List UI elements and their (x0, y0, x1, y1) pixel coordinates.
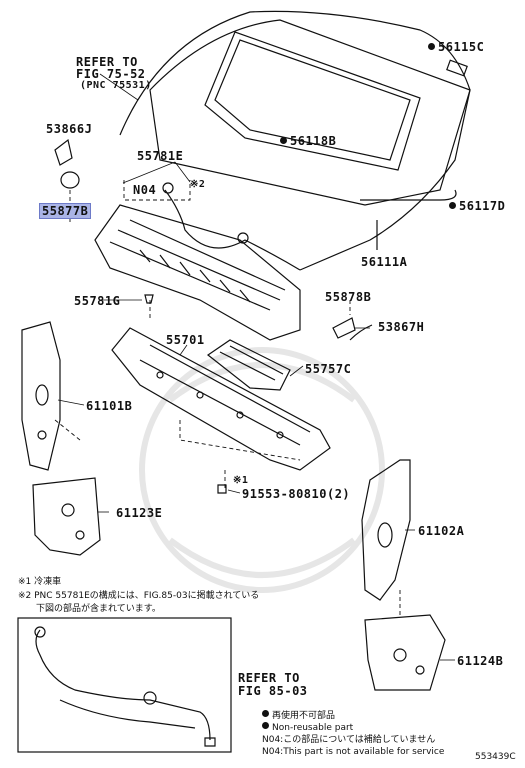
pillar-61102a (361, 459, 411, 601)
non-reusable-dot (428, 43, 435, 50)
label-61102a[interactable]: 61102A (418, 524, 465, 538)
panel-61123e (32, 477, 101, 556)
label-mark2: ※2 (190, 179, 206, 190)
footnote-1: ※1 冷凍車 (18, 577, 62, 587)
label-56115c[interactable]: 56115C (428, 41, 484, 53)
pillar-61101b (21, 321, 61, 471)
label-53867h[interactable]: 53867H (378, 320, 425, 334)
label-mark1: ※1 (233, 475, 249, 486)
windshield-glass (149, 19, 471, 206)
footnote-2a: ※2 PNC 55781Eの構成には、FIG.85-03に掲載されている (18, 591, 260, 601)
legend-line2: Non-reusable part (262, 722, 353, 734)
watermark-emblem (139, 347, 385, 593)
label-91553[interactable]: 91553-80810(2) (242, 487, 351, 501)
label-55781g[interactable]: 55781G (74, 294, 121, 308)
label-56118b[interactable]: 56118B (280, 135, 336, 147)
non-reusable-dot (449, 202, 456, 209)
non-reusable-dot (262, 722, 269, 729)
figure-id: 553439C (475, 752, 516, 762)
refer-top-line2: FIG 75-52 (76, 67, 146, 81)
part-53867h (349, 324, 373, 341)
part-55877b (60, 171, 80, 189)
cowl-panel (111, 327, 331, 471)
non-reusable-dot (280, 137, 287, 144)
windshield-dam (360, 189, 457, 201)
non-reusable-dot (262, 710, 269, 717)
label-56117d[interactable]: 56117D (449, 200, 505, 212)
part-53866j (54, 138, 73, 166)
legend-line4: N04:This part is not available for servi… (262, 747, 445, 757)
panel-61124b (364, 614, 446, 691)
label-61124b[interactable]: 61124B (457, 654, 504, 668)
refer-top-line3: (PNC 75531) (80, 80, 152, 91)
part-55878b (332, 317, 356, 339)
windshield-moulding (119, 10, 471, 271)
legend-line3: N04:この部品については補給していません (262, 735, 436, 745)
inset-harness (35, 629, 211, 741)
label-n04[interactable]: N04 (133, 183, 157, 197)
label-55701[interactable]: 55701 (166, 333, 205, 347)
legend-line1: 再使用不可部品 (262, 710, 335, 722)
part-55781g (144, 294, 154, 304)
clip-56115c (446, 59, 468, 77)
refer-top-line1: REFER TO (76, 55, 138, 69)
cowl-louver (94, 204, 301, 341)
washer-hose (164, 189, 301, 271)
inset-frame (17, 617, 232, 753)
label-61101b[interactable]: 61101B (86, 399, 133, 413)
label-56111a[interactable]: 56111A (361, 255, 408, 269)
label-55781e[interactable]: 55781E (137, 149, 184, 163)
fastener-91553 (217, 484, 227, 494)
footnote-2b: 下図の部品が含まれています。 (36, 604, 161, 614)
windshield-inner (214, 39, 411, 161)
refer-bottom-line2: FIG 85-03 (238, 684, 308, 698)
label-53866j[interactable]: 53866J (46, 122, 93, 136)
label-55757c[interactable]: 55757C (305, 362, 352, 376)
label-55877b[interactable]: 55877B (39, 203, 92, 219)
label-55878b[interactable]: 55878B (325, 290, 372, 304)
label-61123e[interactable]: 61123E (116, 506, 163, 520)
refer-bottom-line1: REFER TO (238, 671, 300, 685)
part-55757c (206, 339, 291, 391)
